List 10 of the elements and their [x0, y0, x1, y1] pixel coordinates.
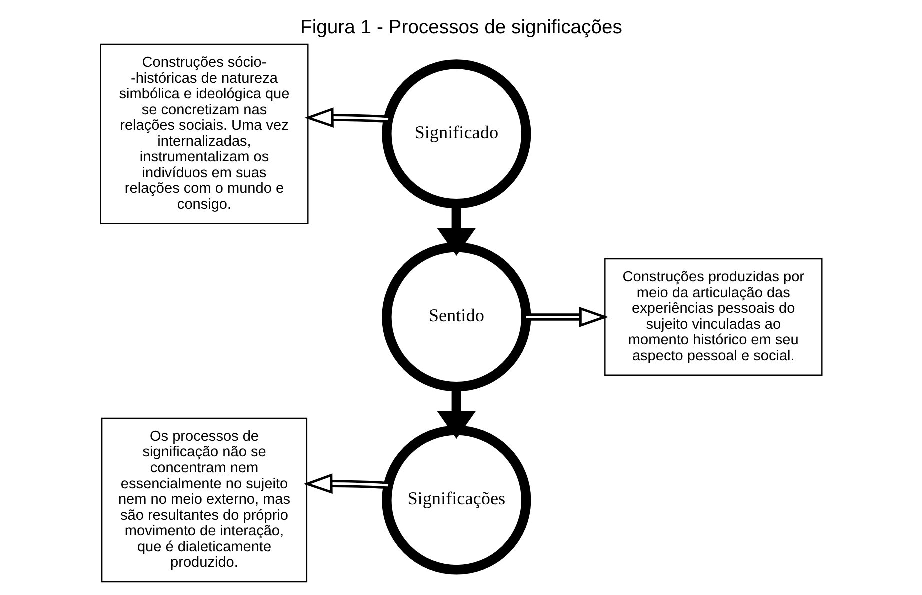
diagram-title: Figura 1 - Processos de significações: [300, 16, 622, 38]
node-circle: Significado: [382, 60, 531, 209]
node-box: Construções produzidas por meio da articulação das experiências pessoais do sujeito vinculadas ao momento histórico em seu aspecto pessoal e social.: [604, 258, 822, 376]
arrow: [526, 307, 608, 328]
arrow: [303, 474, 388, 494]
node-box: Os processos de significação não se concentram nem essencialmente no sujeito nem no meio externo, mas são resultantes do próprio movimento de interação, que é dialeticamente produzido.: [100, 418, 308, 583]
node-circle: Sentido: [382, 242, 531, 392]
arrow: [304, 108, 388, 128]
node-box: Construções sócio- -históricas de natureza simbólica e ideológica que se concretizam nas relações sociais. Uma vez internalizadas, instrumentalizam os indivíduos em suas relações com o mundo e consigo.: [100, 44, 308, 224]
node-circle: Significações: [382, 426, 531, 575]
